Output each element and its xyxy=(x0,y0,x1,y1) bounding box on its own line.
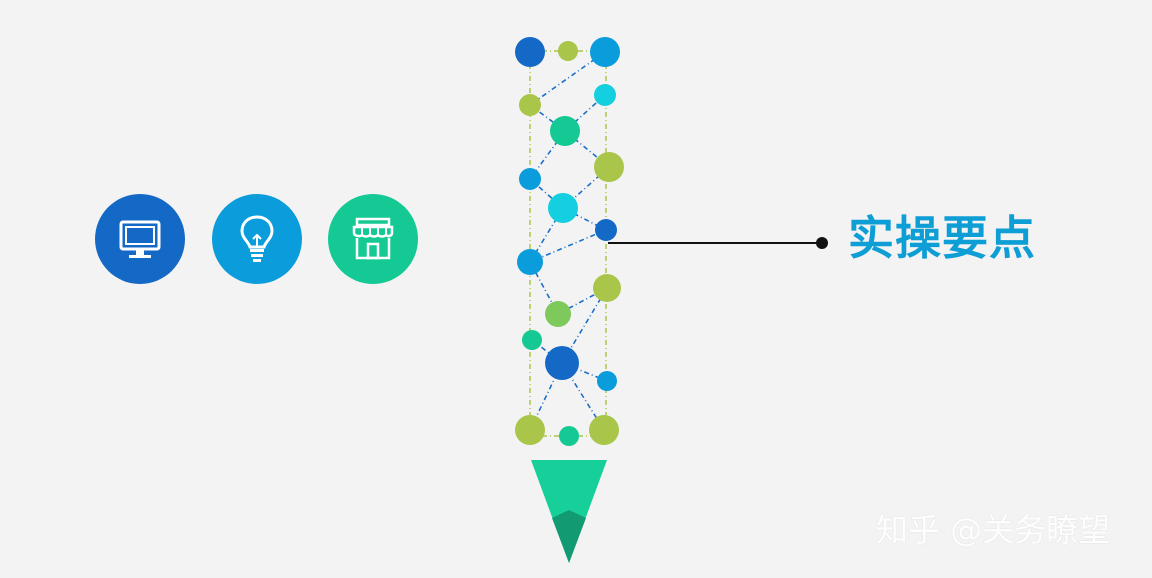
node xyxy=(548,193,578,223)
node xyxy=(590,37,620,67)
node xyxy=(515,415,545,445)
heading-connector xyxy=(608,237,828,249)
shop-icon xyxy=(352,217,394,260)
monitor-icon-circle xyxy=(95,194,185,284)
node xyxy=(519,168,541,190)
node xyxy=(595,219,617,241)
node xyxy=(522,330,542,350)
watermark: 知乎 @关务瞭望 xyxy=(876,511,1111,549)
pencil-tip xyxy=(531,460,607,563)
shop-icon-circle xyxy=(328,194,418,284)
node xyxy=(519,94,541,116)
node xyxy=(594,84,616,106)
lightbulb-icon xyxy=(240,215,274,262)
node xyxy=(517,249,543,275)
node xyxy=(597,371,617,391)
lightbulb-icon-circle xyxy=(212,194,302,284)
node xyxy=(545,301,571,327)
node xyxy=(550,116,580,146)
node xyxy=(558,41,578,61)
network-nodes xyxy=(515,37,624,446)
node xyxy=(545,346,579,380)
monitor-icon xyxy=(119,220,161,258)
node xyxy=(593,274,621,302)
node xyxy=(594,152,624,182)
heading-title: 实操要点 xyxy=(848,211,1036,265)
node xyxy=(559,426,579,446)
node xyxy=(515,37,545,67)
node xyxy=(589,415,619,445)
